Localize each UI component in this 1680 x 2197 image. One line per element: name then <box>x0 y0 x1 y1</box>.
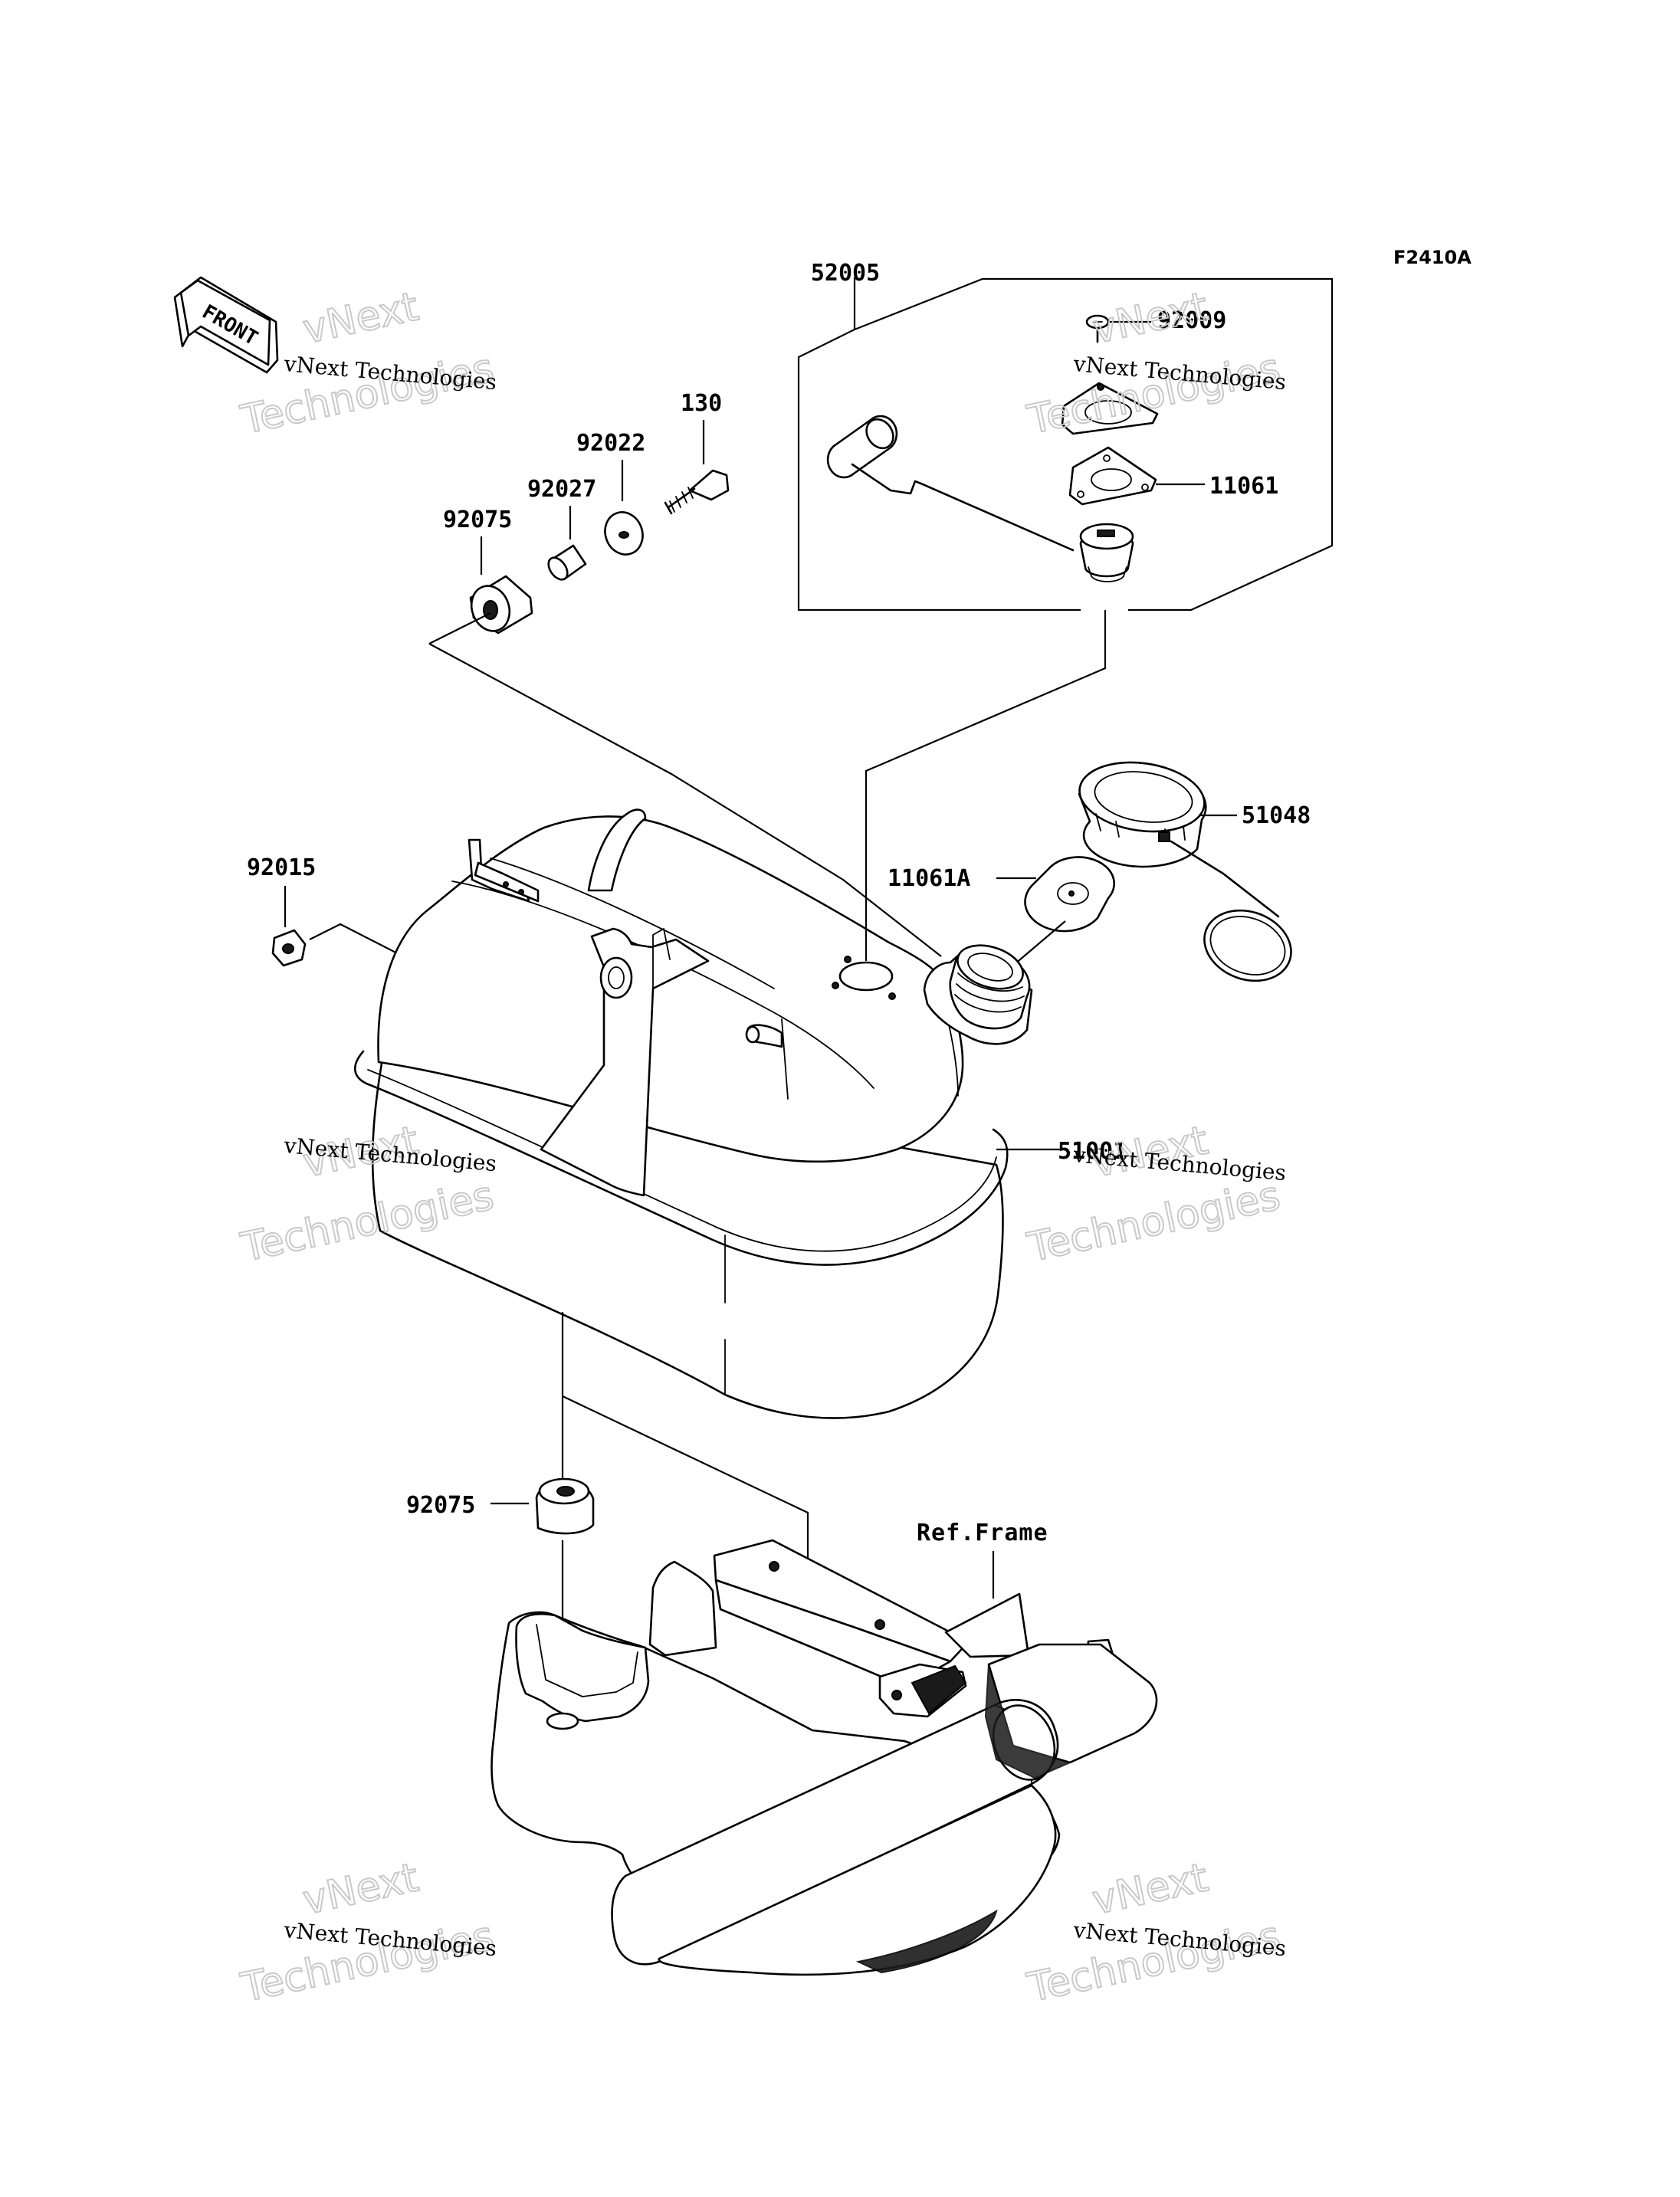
watermark-top-left: vNext Technologies vNext Technologies <box>236 283 498 444</box>
fuel-level-sender <box>826 415 1134 582</box>
fuel-cap-51048 <box>1078 761 1292 982</box>
rubber-grommet-92075-bottom-icon <box>535 1477 595 1535</box>
part-label-52005: 52005 <box>811 260 880 287</box>
fuel-tank-51001 <box>353 808 1033 1419</box>
screw-92009-icon <box>1085 314 1110 343</box>
gasket-11061A-icon <box>1024 856 1115 933</box>
svg-text:vNext: vNext <box>1088 1854 1212 1923</box>
svg-text:vNext: vNext <box>299 284 422 353</box>
sender-unit-group-box <box>797 277 1334 612</box>
front-arrow-icon: FRONT <box>173 276 279 374</box>
part-label-92075-bottom: 92075 <box>406 1492 475 1519</box>
watermark-bottom-right: vNext Technologies vNext Technologies <box>1022 1854 1287 2012</box>
part-label-51001: 51001 <box>1058 1138 1127 1165</box>
part-label-92015: 92015 <box>247 854 316 881</box>
washer-92022-icon <box>604 511 644 556</box>
part-label-130: 130 <box>681 390 722 417</box>
vehicle-frame-reference <box>491 1539 1158 1976</box>
svg-text:vNext: vNext <box>1088 284 1212 353</box>
bolt-130-icon <box>664 469 730 515</box>
collar-92027-icon <box>547 544 587 581</box>
svg-text:vNext: vNext <box>299 1854 422 1923</box>
part-label-92009: 92009 <box>1157 307 1226 334</box>
flange-nut-92015-icon <box>271 929 307 967</box>
part-label-92075-top: 92075 <box>443 507 512 533</box>
part-label-11061A: 11061A <box>888 865 970 892</box>
rubber-grommet-92075-top-icon <box>469 575 533 635</box>
part-label-92022: 92022 <box>576 430 645 457</box>
sender-gasket-11061 <box>1068 446 1157 506</box>
watermark-bottom-left: vNext Technologies vNext Technologies <box>236 1854 498 2012</box>
sender-plate <box>1061 382 1159 435</box>
svg-text:Technologies: Technologies <box>1023 1173 1284 1271</box>
part-label-92027: 92027 <box>527 476 596 503</box>
part-label-11061: 11061 <box>1209 473 1278 500</box>
reference-frame-label: Ref.Frame <box>917 1520 1048 1546</box>
diagram-code: F2410A <box>1393 247 1472 268</box>
part-label-51048: 51048 <box>1242 802 1311 829</box>
